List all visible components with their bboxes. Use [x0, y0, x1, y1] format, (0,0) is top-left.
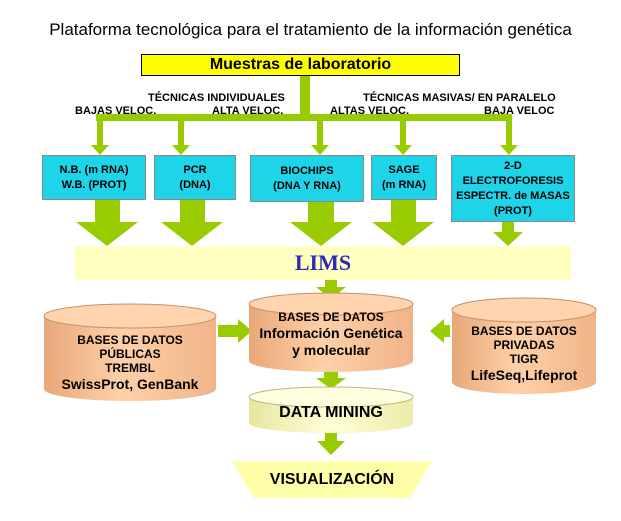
- label-massive: TÉCNICAS MASIVAS/ EN PARALELO: [363, 92, 556, 104]
- db-public-line1: BASES DE DATOS: [77, 333, 183, 347]
- technique-2d-line4: (PROT): [494, 204, 532, 217]
- technique-pcr-line2: (DNA): [179, 178, 211, 191]
- db-center-line2: Información Genética: [259, 325, 403, 341]
- technique-nb-wb: N.B. (m RNA) W.B. (PROT): [42, 155, 146, 200]
- db-public-text: BASES DE DATOS PÚBLICAS TREMBL SwissProt…: [44, 333, 216, 394]
- arrow-biochips-lims: [290, 202, 352, 246]
- visualization-label: VISUALIZACIÓN: [269, 471, 395, 488]
- db-private-cylinder: [451, 297, 597, 394]
- branch-2d: [506, 121, 512, 145]
- db-center-cylinder: [248, 292, 414, 372]
- arrow-sage-lims: [372, 200, 434, 246]
- db-center-line1: BASES DE DATOS: [278, 310, 384, 324]
- label-low-speed-1: BAJAS VELOC.: [75, 105, 157, 117]
- data-mining-cylinder: [248, 386, 414, 433]
- technique-pcr: PCR (DNA): [154, 155, 236, 200]
- lims-label: LIMS: [294, 250, 352, 275]
- db-private-line2: PRIVADAS: [493, 338, 555, 352]
- arrow-lims-db: [316, 280, 346, 299]
- technique-2d-line3: ESPECTR. de MASAS: [456, 189, 570, 202]
- branch-nb: [97, 121, 103, 145]
- arrow-pcr-lims: [161, 200, 223, 246]
- technique-sage-line2: (m RNA): [382, 178, 426, 191]
- bus-bar: [96, 114, 512, 121]
- arrow-nb-lims: [76, 200, 138, 246]
- db-private-line4: LifeSeq,Lifeprot: [470, 367, 578, 383]
- diagram-title: Plataforma tecnológica para el tratamien…: [49, 20, 572, 39]
- label-high-speed-1: ALTA VELOC.: [212, 105, 284, 117]
- label-high-speed-2: ALTAS VELOC.: [330, 105, 410, 117]
- arrow-2d-lims: [493, 222, 523, 246]
- technique-2d-line1: 2-D: [504, 159, 522, 172]
- arrow-private-db: [430, 319, 450, 343]
- branch-2d-head: [500, 145, 518, 155]
- branch-biochips: [317, 121, 323, 145]
- db-private-line3: TIGR: [509, 352, 539, 366]
- branch-biochips-head: [311, 145, 329, 155]
- stem-bar: [300, 76, 310, 114]
- samples-box: Muestras de laboratorio: [141, 54, 460, 76]
- lims-band: [75, 246, 571, 280]
- technique-2d-electrophoresis: 2-D ELECTROFORESIS ESPECTR. de MASAS (PR…: [451, 155, 575, 222]
- db-center-line3: y molecular: [292, 342, 370, 358]
- data-mining-label: DATA MINING: [279, 404, 383, 421]
- db-private-text: BASES DE DATOS PRIVADAS TIGR LifeSeq,Lif…: [452, 324, 596, 385]
- arrow-public-db: [218, 319, 252, 343]
- technique-biochips: BIOCHIPS (DNA Y RNA): [250, 155, 364, 202]
- db-public-line3: TREMBL: [105, 361, 155, 375]
- arrow-db-mining: [316, 367, 346, 389]
- technique-2d-line2: ELECTROFORESIS: [462, 174, 564, 187]
- technique-nb-line1: N.B. (m RNA): [59, 163, 129, 176]
- branch-nb-head: [91, 145, 109, 155]
- branch-pcr: [178, 121, 184, 145]
- db-center-text: BASES DE DATOS Información Genética y mo…: [249, 310, 413, 359]
- visualization-shape: [232, 461, 432, 498]
- branch-pcr-head: [172, 145, 190, 155]
- technique-biochips-line1: BIOCHIPS: [280, 164, 334, 177]
- technique-sage: SAGE (m RNA): [371, 155, 437, 200]
- label-individual: TÉCNICAS INDIVIDUALES: [148, 92, 285, 104]
- branch-sage: [400, 121, 406, 145]
- technique-pcr-line1: PCR: [183, 163, 207, 176]
- arrow-mining-vis: [317, 430, 345, 455]
- db-private-line1: BASES DE DATOS: [471, 324, 577, 338]
- db-public-line4: SwissProt, GenBank: [61, 376, 199, 392]
- technique-nb-line2: W.B. (PROT): [61, 178, 127, 191]
- label-low-speed-2: BAJA VELOC: [484, 105, 555, 117]
- technique-biochips-line2: (DNA Y RNA): [273, 179, 341, 192]
- db-public-cylinder: [43, 303, 217, 401]
- branch-sage-head: [394, 145, 412, 155]
- technique-sage-line1: SAGE: [388, 163, 420, 176]
- db-public-line2: PÚBLICAS: [99, 347, 161, 361]
